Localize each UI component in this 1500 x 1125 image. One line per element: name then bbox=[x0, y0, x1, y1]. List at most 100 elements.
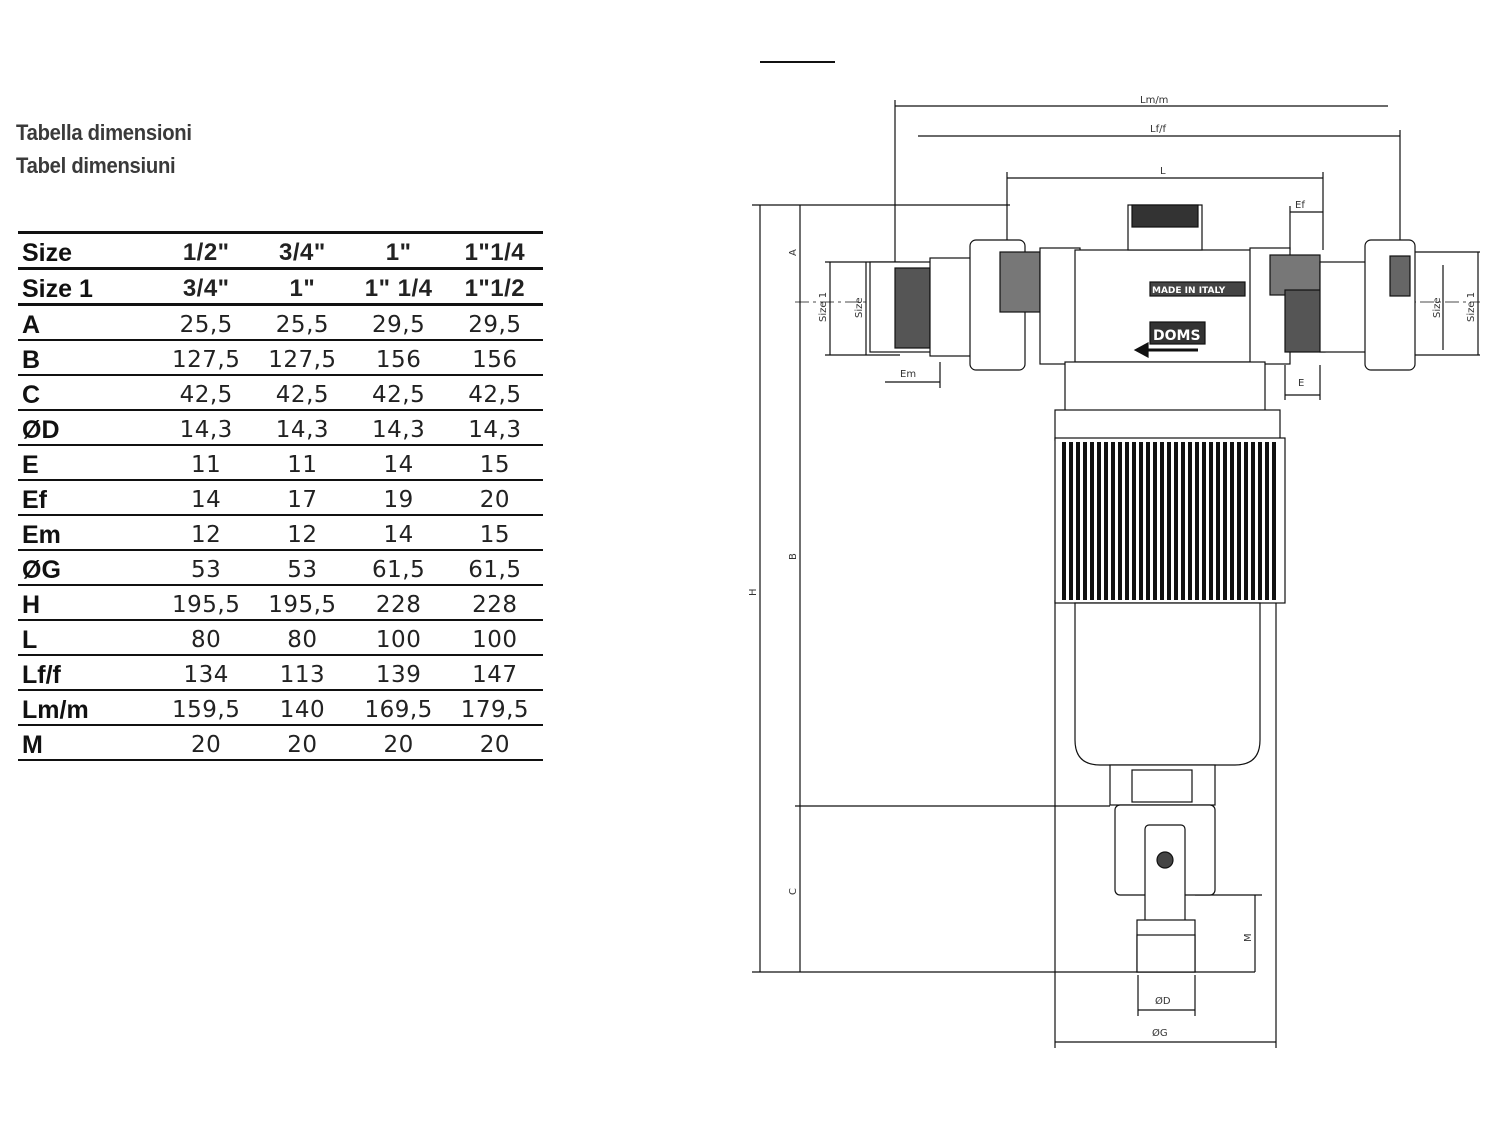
table-cell: 20 bbox=[446, 725, 543, 761]
table-cell: 1" bbox=[254, 268, 351, 306]
table-cell: 11 bbox=[158, 445, 255, 481]
row-label: A bbox=[18, 304, 159, 341]
dim-label-em: Em bbox=[900, 369, 916, 380]
table-cell: 80 bbox=[158, 620, 255, 656]
table-cell: 127,5 bbox=[158, 340, 255, 376]
brand-marking: DOMS bbox=[1153, 328, 1201, 344]
table-cell: 80 bbox=[254, 620, 351, 656]
dim-label-b: B bbox=[788, 553, 799, 560]
dim-label-size-right: Size bbox=[1432, 297, 1443, 318]
table-cell: 14,3 bbox=[446, 410, 543, 446]
table-cell: 169,5 bbox=[350, 690, 447, 726]
dim-label-lff: Lf/f bbox=[1150, 124, 1166, 135]
table-cell: 156 bbox=[350, 340, 447, 376]
row-label: Lm/m bbox=[18, 690, 159, 726]
table-cell: 1"1/2 bbox=[446, 268, 543, 306]
table-cell: 127,5 bbox=[254, 340, 351, 376]
dim-label-lmm: Lm/m bbox=[1140, 95, 1168, 106]
table-cell: 20 bbox=[158, 725, 255, 761]
dim-label-size1-left: Size 1 bbox=[818, 292, 829, 322]
row-label: E bbox=[18, 445, 159, 481]
table-cell: 53 bbox=[254, 550, 351, 586]
table-cell: 29,5 bbox=[446, 304, 543, 341]
row-label: Size bbox=[18, 231, 159, 270]
table-cell: 25,5 bbox=[158, 304, 255, 341]
filter-technical-drawing: Lm/m Lf/f L Ef Em E ØD ØG A B C H Size 1… bbox=[748, 61, 1480, 1048]
title-italian: Tabella dimensioni bbox=[16, 120, 192, 145]
table-cell: 20 bbox=[350, 725, 447, 761]
row-label: ØG bbox=[18, 550, 159, 586]
table-cell: 1" 1/4 bbox=[350, 268, 447, 306]
row-label: M bbox=[18, 725, 159, 761]
made-in-italy-marking: MADE IN ITALY bbox=[1152, 286, 1226, 296]
table-cell: 179,5 bbox=[446, 690, 543, 726]
table-cell: 42,5 bbox=[254, 375, 351, 411]
table-cell: 42,5 bbox=[350, 375, 447, 411]
table-cell: 14,3 bbox=[254, 410, 351, 446]
row-label: L bbox=[18, 620, 159, 656]
table-cell: 195,5 bbox=[158, 585, 255, 621]
table-cell: 61,5 bbox=[350, 550, 447, 586]
table-cell: 20 bbox=[446, 480, 543, 516]
table-cell: 25,5 bbox=[254, 304, 351, 341]
dim-label-a: A bbox=[788, 249, 799, 256]
table-cell: 147 bbox=[446, 655, 543, 691]
table-cell: 1" bbox=[350, 231, 447, 270]
dim-label-c: C bbox=[788, 888, 799, 895]
table-cell: 17 bbox=[254, 480, 351, 516]
table-cell: 11 bbox=[254, 445, 351, 481]
row-label: ØD bbox=[18, 410, 159, 446]
table-cell: 1/2" bbox=[158, 231, 255, 270]
table-cell: 15 bbox=[446, 515, 543, 551]
table-cell: 20 bbox=[254, 725, 351, 761]
table-cell: 14 bbox=[350, 445, 447, 481]
dim-label-h: H bbox=[748, 588, 759, 596]
row-label: Em bbox=[18, 515, 159, 551]
row-label: C bbox=[18, 375, 159, 411]
dim-label-og: ØG bbox=[1152, 1027, 1168, 1039]
row-label: Ef bbox=[18, 480, 159, 516]
dim-label-m: M bbox=[1243, 933, 1254, 942]
table-cell: 14,3 bbox=[158, 410, 255, 446]
row-label: Lf/f bbox=[18, 655, 159, 691]
dim-label-od: ØD bbox=[1155, 995, 1171, 1007]
table-cell: 42,5 bbox=[446, 375, 543, 411]
table-cell: 113 bbox=[254, 655, 351, 691]
dim-label-size1-right: Size 1 bbox=[1466, 292, 1477, 322]
dim-label-ef: Ef bbox=[1295, 200, 1305, 211]
dim-label-l: L bbox=[1160, 166, 1166, 177]
table-cell: 29,5 bbox=[350, 304, 447, 341]
table-cell: 3/4" bbox=[158, 268, 255, 306]
dim-label-size-left: Size bbox=[854, 297, 865, 318]
table-cell: 14 bbox=[350, 515, 447, 551]
table-cell: 159,5 bbox=[158, 690, 255, 726]
row-label: H bbox=[18, 585, 159, 621]
table-cell: 15 bbox=[446, 445, 543, 481]
table-cell: 53 bbox=[158, 550, 255, 586]
table-cell: 228 bbox=[350, 585, 447, 621]
table-cell: 12 bbox=[158, 515, 255, 551]
table-cell: 14 bbox=[158, 480, 255, 516]
table-cell: 14,3 bbox=[350, 410, 447, 446]
table-cell: 42,5 bbox=[158, 375, 255, 411]
table-cell: 195,5 bbox=[254, 585, 351, 621]
dim-label-e: E bbox=[1298, 378, 1304, 389]
row-label: B bbox=[18, 340, 159, 376]
table-cell: 100 bbox=[446, 620, 543, 656]
table-cell: 134 bbox=[158, 655, 255, 691]
table-cell: 139 bbox=[350, 655, 447, 691]
page-titles: Tabella dimensioni Tabel dimensiuni bbox=[16, 116, 207, 182]
table-cell: 19 bbox=[350, 480, 447, 516]
